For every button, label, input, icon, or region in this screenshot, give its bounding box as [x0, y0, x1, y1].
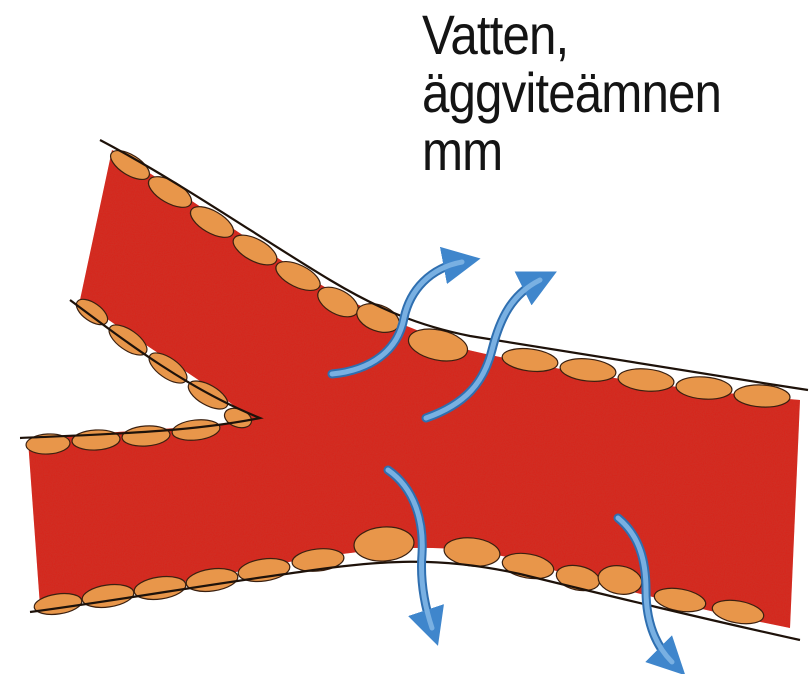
- caption-line-2: äggviteämnen: [422, 64, 756, 122]
- caption-line-1: Vatten,: [422, 6, 756, 64]
- outflow-caption: Vatten, äggviteämnen mm: [422, 6, 756, 180]
- caption-line-3: mm: [422, 122, 756, 180]
